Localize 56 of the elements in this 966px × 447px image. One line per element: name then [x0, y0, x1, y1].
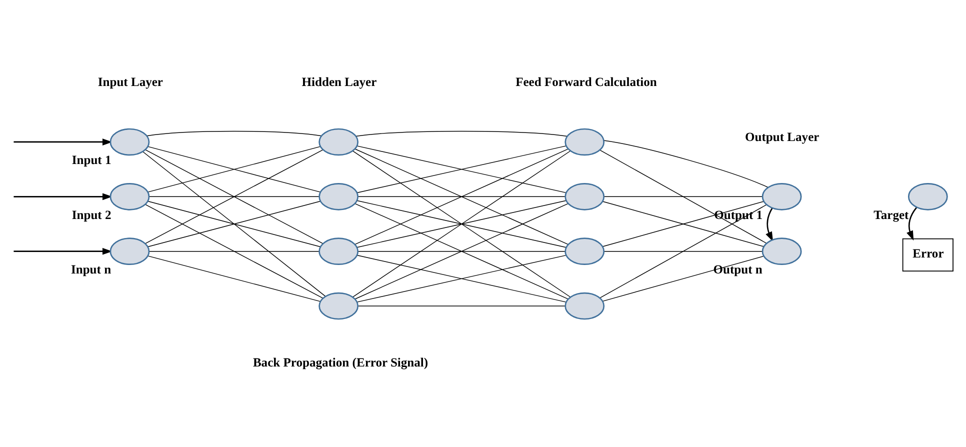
connector: [604, 196, 763, 197]
label: Input Layer: [98, 74, 163, 89]
connector: [149, 250, 320, 252]
node-circle: [564, 128, 605, 156]
label: Back Propagation (Error Signal): [252, 355, 428, 370]
connector: [356, 254, 566, 302]
connector: [352, 150, 571, 297]
node-circle: [762, 182, 802, 210]
connector: [149, 196, 320, 197]
connector: [600, 204, 767, 298]
node-circle: [318, 237, 358, 264]
node-label: Output n: [713, 262, 762, 276]
node-circle: [110, 128, 150, 156]
arrow: [766, 207, 774, 242]
connector: [354, 148, 569, 244]
node-label: Input n: [71, 262, 112, 276]
connector: [604, 140, 768, 188]
node-circle: [564, 292, 605, 320]
node-circle: [318, 292, 358, 320]
node-label: Target: [874, 207, 909, 222]
node-circle: [110, 237, 150, 264]
connector: [600, 149, 767, 244]
connector: [602, 200, 764, 246]
node-circle: [318, 182, 358, 210]
connector: [358, 196, 566, 197]
arrow: [14, 138, 112, 145]
connector: [148, 255, 321, 302]
connector: [602, 255, 764, 302]
connector: [148, 200, 321, 247]
connector: [356, 130, 568, 136]
arrow: [14, 247, 112, 254]
node-circle: [762, 237, 802, 264]
connector: [358, 250, 566, 252]
connector: [146, 130, 322, 136]
arrow: [906, 206, 918, 240]
node-box: Error: [902, 238, 954, 271]
connector: [145, 148, 324, 244]
node-label: Input 1: [72, 152, 112, 167]
connector: [142, 150, 326, 296]
node-circle: [564, 237, 605, 264]
node-circle: [564, 182, 605, 210]
arrow: [14, 192, 112, 200]
connector: [358, 305, 566, 306]
label: Output Layer: [745, 129, 820, 144]
connector: [604, 250, 763, 252]
label: Hidden Layer: [302, 74, 377, 89]
connector: [148, 146, 321, 192]
connector: [145, 204, 324, 298]
connector: [354, 202, 569, 299]
label: Feed Forward Calculation: [516, 74, 657, 89]
node-circle: [110, 182, 150, 210]
connector: [356, 145, 566, 193]
node-circle: [318, 128, 358, 156]
node-circle: [908, 182, 948, 210]
node-label: Input 2: [72, 207, 112, 222]
connector: [356, 200, 566, 248]
